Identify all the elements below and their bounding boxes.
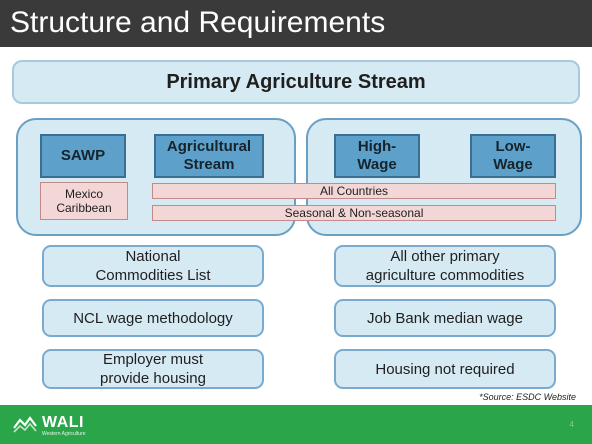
requirement-card: Job Bank median wage [334,299,556,337]
mexico-caribbean-box: Mexico Caribbean [40,182,128,220]
footer-bar [0,405,592,444]
logo-text: WALI [42,414,84,431]
requirement-text: NCL wage methodology [73,309,233,327]
title-bar [0,0,592,47]
wali-logo-icon [13,416,37,433]
page-number: 4 [569,420,574,429]
requirement-card: NCL wage methodology [42,299,264,337]
requirement-text: Employer must provide housing [100,351,206,387]
requirement-text: All other primary agriculture commoditie… [365,248,525,284]
requirement-card: National Commodities List [42,245,264,287]
source-note: *Source: ESDC Website [479,392,576,402]
all-countries-label: All Countries [319,184,389,198]
banner-label: Primary Agriculture Stream [166,70,426,93]
all-countries-bar: All Countries [152,183,556,199]
sawp-label: SAWP [60,147,106,164]
requirement-text: Job Bank median wage [367,309,523,327]
agricultural-stream-label: Agricultural Stream [166,138,252,173]
sawp-box: SAWP [40,134,126,178]
high-wage-label: High- Wage [357,138,397,173]
agricultural-stream-box: Agricultural Stream [154,134,264,178]
seasonal-label: Seasonal & Non-seasonal [284,206,424,220]
logo-subtitle: Western Agriculture [42,431,86,437]
slide-title: Structure and Requirements [10,6,386,39]
title-divider [0,47,592,50]
requirement-text: Housing not required [375,360,515,378]
low-wage-box: Low- Wage [470,134,556,178]
mexico-caribbean-label: Mexico Caribbean [56,187,112,215]
high-wage-box: High- Wage [334,134,420,178]
requirement-text: National Commodities List [95,248,211,284]
primary-agriculture-banner: Primary Agriculture Stream [12,60,580,104]
requirement-card: Employer must provide housing [42,349,264,389]
requirement-card: Housing not required [334,349,556,389]
low-wage-label: Low- Wage [493,138,533,173]
requirement-card: All other primary agriculture commoditie… [334,245,556,287]
seasonal-bar: Seasonal & Non-seasonal [152,205,556,221]
